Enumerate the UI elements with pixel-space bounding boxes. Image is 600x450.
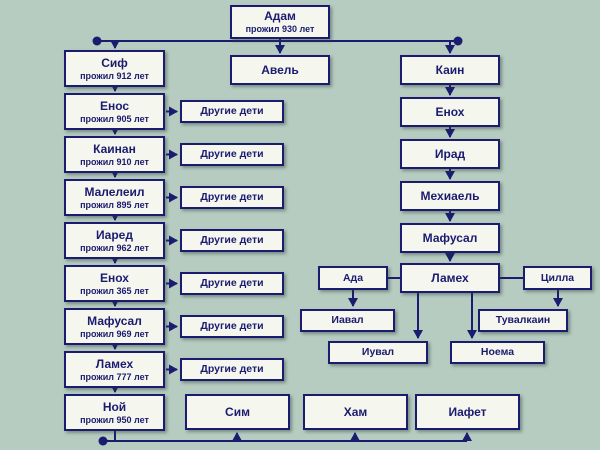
person-name: Авель <box>261 62 299 77</box>
adam-children-connector <box>92 36 463 54</box>
person-name: Ламех <box>95 356 134 371</box>
person-name: Тувалкаин <box>495 314 551 326</box>
node-jubal: Иувал <box>328 341 428 364</box>
node-naamah: Ноема <box>450 341 545 364</box>
node-jabal: Иавал <box>300 309 395 332</box>
person-name: Ада <box>342 271 364 284</box>
person-name: Иаред <box>96 227 133 242</box>
person-name: Иафет <box>448 404 487 419</box>
node-adah: Ада <box>318 266 388 290</box>
lifespan: прожил 905 лет <box>80 113 149 124</box>
node-adam: Адам прожил 930 лет <box>230 5 330 39</box>
other-children-label: Другие дети <box>200 277 264 289</box>
lifespan: прожил 912 лет <box>80 70 149 81</box>
lifespan: прожил 962 лет <box>80 242 149 253</box>
other-children-label: Другие дети <box>200 363 264 375</box>
lifespan: прожил 930 лет <box>245 24 315 34</box>
lifespan: прожил 969 лет <box>80 328 149 339</box>
person-name: Енос <box>99 98 130 113</box>
person-name: Мехиаель <box>420 188 480 203</box>
person-name: Ирад <box>434 146 466 161</box>
lifespan: прожил 910 лет <box>80 156 149 167</box>
node-enoch-cain: Енох <box>400 97 500 127</box>
node-lamech-seth: Ламех прожил 777 лет <box>64 351 165 388</box>
node-abel: Авель <box>230 55 330 85</box>
person-name: Енох <box>100 270 129 285</box>
lifespan: прожил 895 лет <box>80 199 149 210</box>
person-name: Каин <box>435 62 465 77</box>
node-shem: Сим <box>185 394 290 430</box>
lifespan: прожил 950 лет <box>80 414 149 425</box>
other-children-label: Другие дети <box>200 105 264 117</box>
other-children-label: Другие дети <box>200 234 264 246</box>
node-zillah: Цилла <box>523 266 592 290</box>
node-lamech-cain: Ламех <box>400 263 500 293</box>
person-name: Енох <box>435 104 465 119</box>
node-irad: Ирад <box>400 139 500 169</box>
person-name: Хам <box>343 404 368 419</box>
node-other-children: Другие дети <box>180 272 284 295</box>
node-ham: Хам <box>303 394 408 430</box>
node-tubalcain: Тувалкаин <box>478 309 568 332</box>
node-other-children: Другие дети <box>180 186 284 209</box>
person-name: Мафусал <box>87 313 142 328</box>
person-name: Каинан <box>93 141 136 156</box>
person-name: Мафусал <box>422 230 478 245</box>
person-name: Малелеил <box>84 184 145 199</box>
node-enos: Енос прожил 905 лет <box>64 93 165 130</box>
person-name: Цилла <box>540 271 575 284</box>
node-other-children: Другие дети <box>180 143 284 166</box>
lifespan: прожил 777 лет <box>80 371 149 382</box>
person-name: Сим <box>225 404 250 419</box>
person-name: Ноема <box>480 346 515 358</box>
other-children-connectors <box>166 106 178 375</box>
node-mehujael: Мехиаель <box>400 181 500 211</box>
other-children-label: Другие дети <box>200 148 264 160</box>
node-mahalaleel: Малелеил прожил 895 лет <box>64 179 165 216</box>
node-noah: Ной прожил 950 лет <box>64 394 165 431</box>
person-name: Иавал <box>331 314 364 326</box>
node-methushael: Мафусал <box>400 223 500 253</box>
node-other-children: Другие дети <box>180 229 284 252</box>
node-enoch: Енох прожил 365 лет <box>64 265 165 302</box>
node-other-children: Другие дети <box>180 100 284 123</box>
node-cainan: Каинан прожил 910 лет <box>64 136 165 173</box>
node-japheth: Иафет <box>415 394 520 430</box>
node-jared: Иаред прожил 962 лет <box>64 222 165 259</box>
node-methuselah: Мафусал прожил 969 лет <box>64 308 165 345</box>
noah-sons-connector <box>98 431 472 446</box>
node-other-children: Другие дети <box>180 315 284 338</box>
person-name: Ламех <box>431 270 469 285</box>
lifespan: прожил 365 лет <box>80 285 149 296</box>
person-name: Адам <box>264 9 296 23</box>
other-children-label: Другие дети <box>200 191 264 203</box>
person-name: Иувал <box>361 346 395 358</box>
person-name: Сиф <box>101 55 128 70</box>
lamech-family-connectors <box>348 277 563 339</box>
node-cain: Каин <box>400 55 500 85</box>
person-name: Ной <box>102 399 127 414</box>
other-children-label: Другие дети <box>200 320 264 332</box>
node-other-children: Другие дети <box>180 358 284 381</box>
node-seth: Сиф прожил 912 лет <box>64 50 165 87</box>
